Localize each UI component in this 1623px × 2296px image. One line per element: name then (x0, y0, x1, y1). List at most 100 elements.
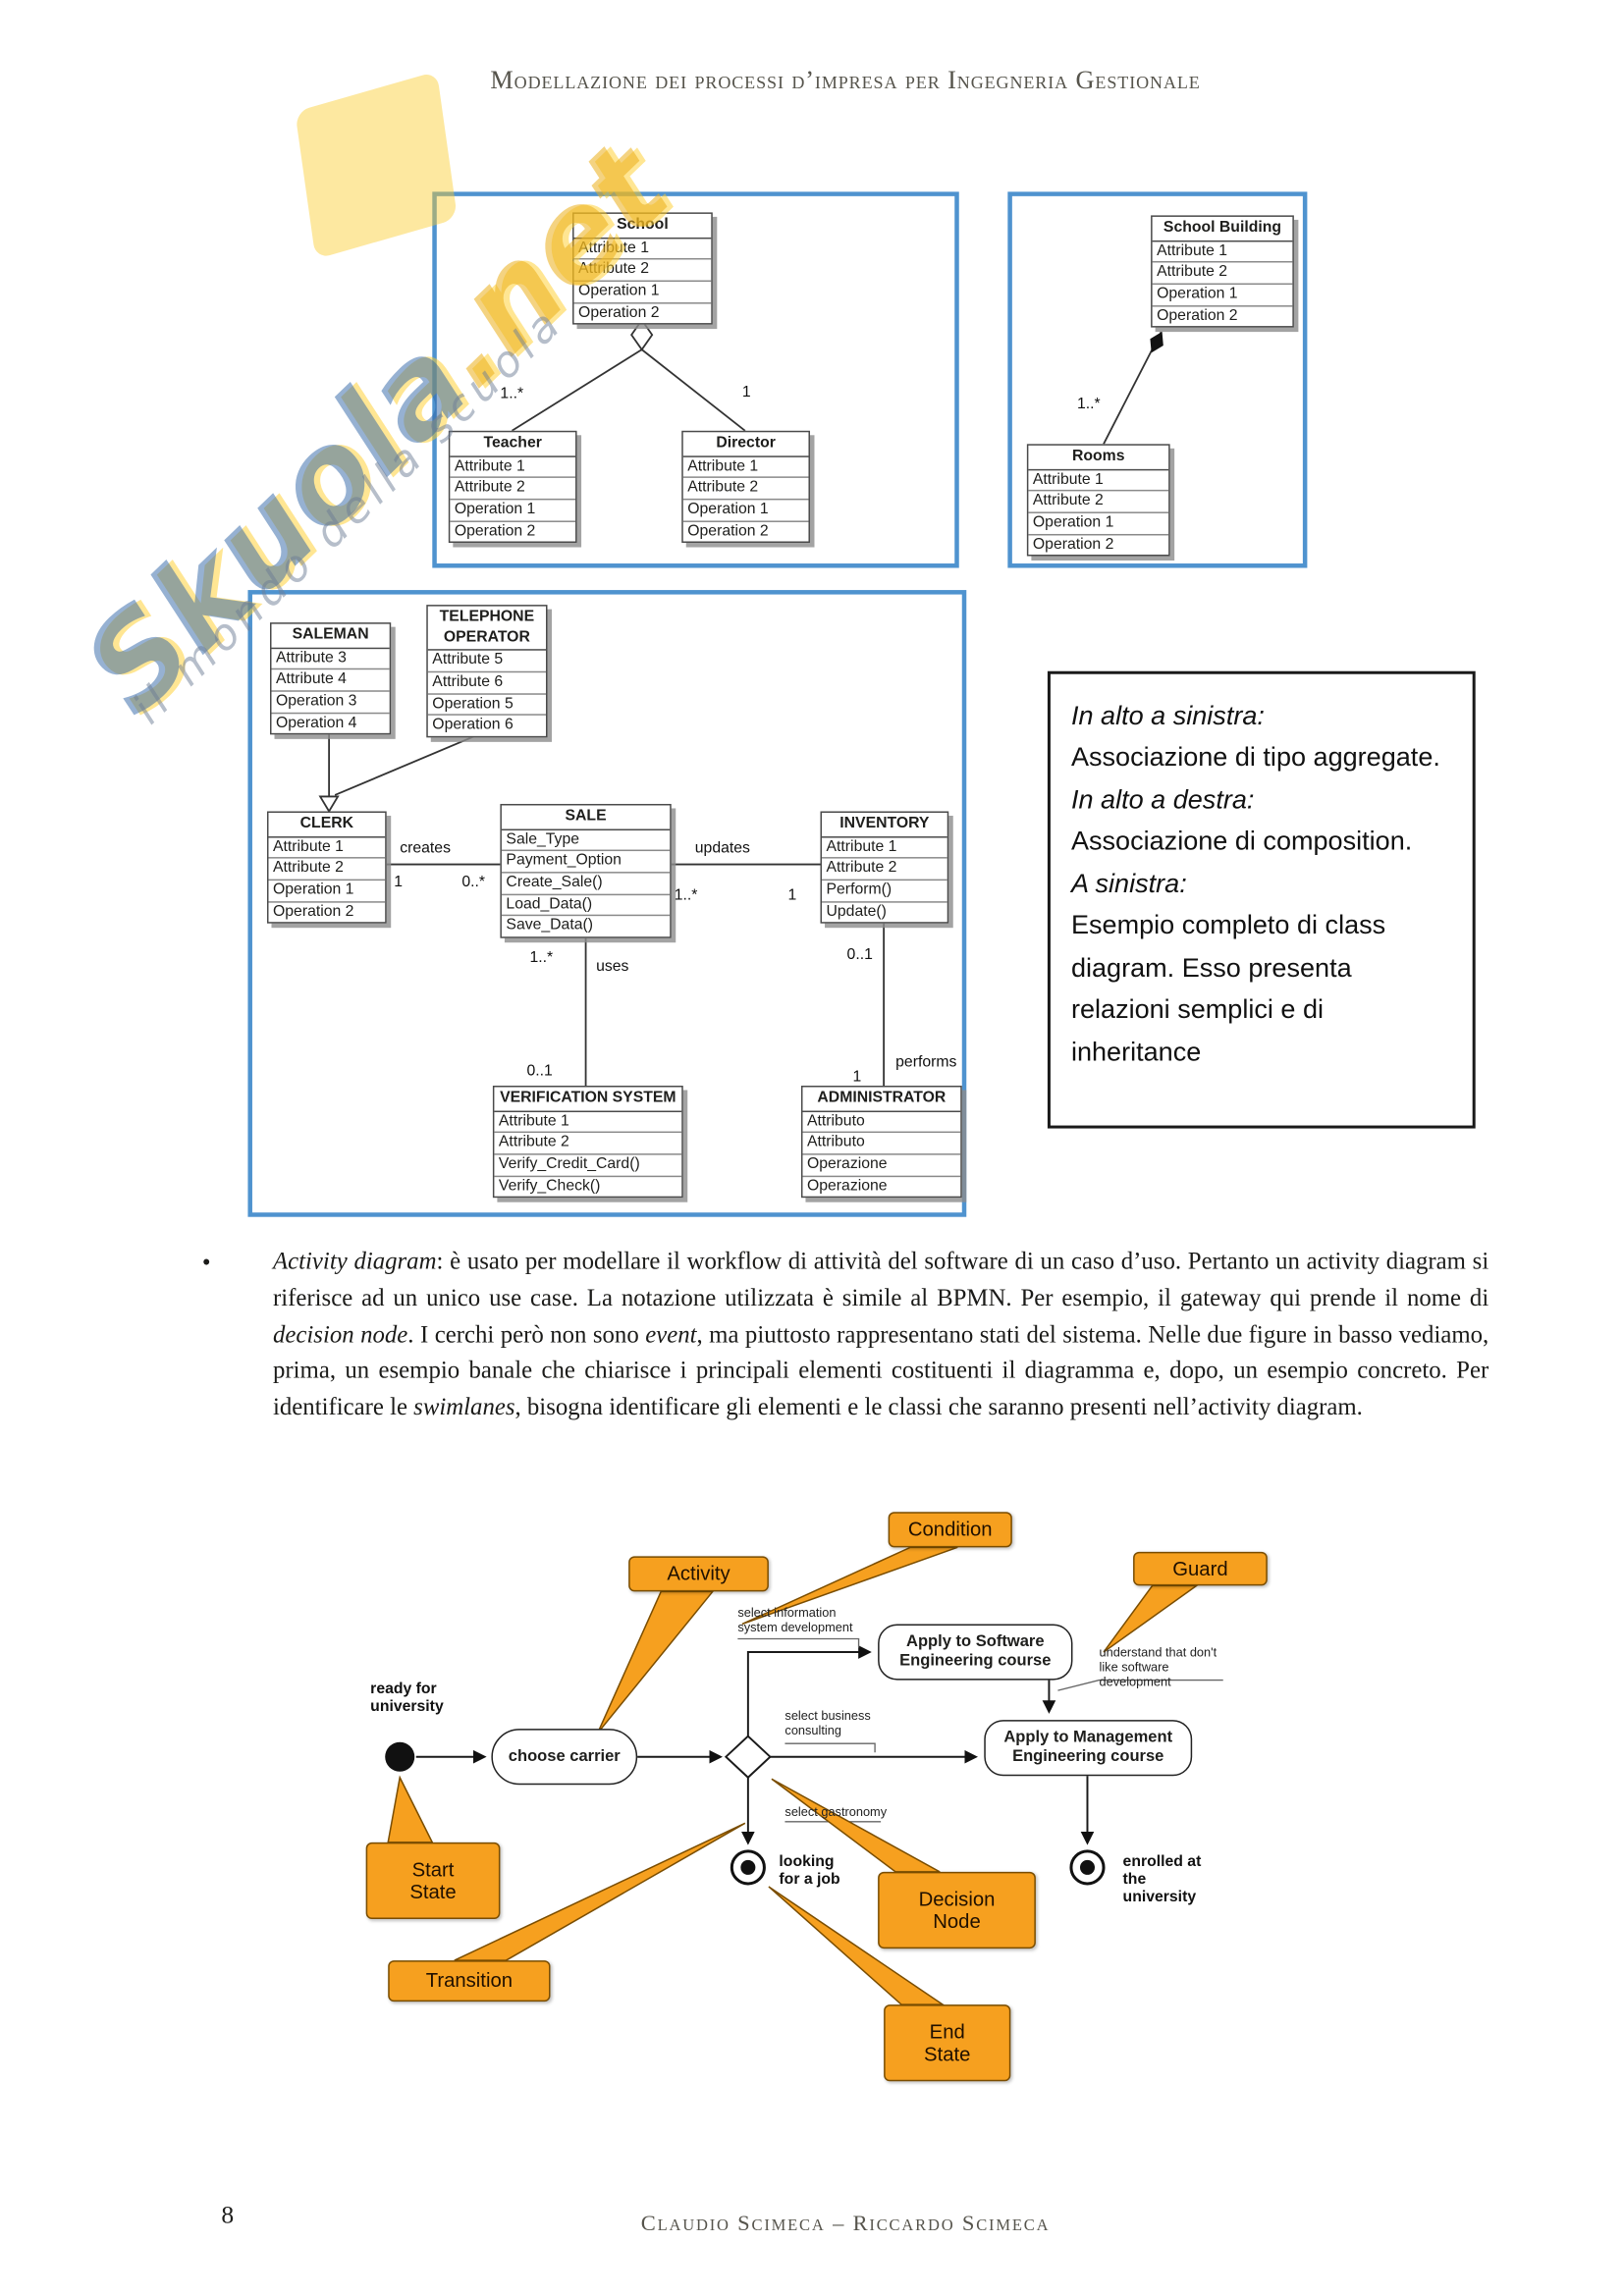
end-state-inner-circle (1079, 1859, 1096, 1875)
class-row: Operation 3 (271, 692, 390, 714)
multiplicity-label: 1 (394, 873, 404, 891)
class-row: Update() (826, 901, 887, 921)
callout-activity: Activity (628, 1556, 769, 1592)
class-row: Attribute 2 (573, 260, 712, 282)
start-state-circle (385, 1741, 415, 1772)
class-row: Load_Data() (501, 894, 671, 917)
class-title: Rooms (1028, 446, 1169, 470)
paragraph-text: , bisogna identificare gli elementi e le… (514, 1392, 1363, 1421)
class-row: Perform() (822, 881, 947, 902)
class-title: VERIFICATION SYSTEM (494, 1087, 682, 1112)
class-row: Attribute 4 (271, 670, 390, 692)
paragraph-italic: event (645, 1319, 697, 1348)
class-row: Operation 2 (578, 302, 660, 321)
aggregation-diagram-frame: School Attribute 1 Attribute 2 Operation… (432, 191, 959, 568)
infobox-heading: In alto a sinistra: (1070, 700, 1265, 730)
class-box-teacher: Teacher Attribute 1 Attribute 2 Operatio… (448, 430, 577, 544)
class-box-clerk: CLERK Attribute 1 Attribute 2 Operation … (266, 811, 387, 924)
class-row: Attribute 2 (450, 478, 576, 501)
class-row: Attribute 2 (494, 1133, 682, 1155)
class-row: Operazione (806, 1176, 888, 1195)
multiplicity-label: 1..* (529, 948, 554, 967)
multiplicity-label: 1 (741, 383, 751, 401)
infobox-text: Esempio completo di class diagram. Esso … (1070, 910, 1386, 1066)
callout-start-state: Start State (365, 1842, 501, 1920)
class-row: Operation 2 (272, 901, 354, 921)
class-row: Attribute 1 (268, 837, 386, 859)
class-row: Attribute 1 (682, 456, 809, 479)
class-box-school-building: School Building Attribute 1 Attribute 2 … (1151, 215, 1294, 328)
infobox-text: Associazione di composition. (1070, 826, 1413, 857)
multiplicity-label: 1 (787, 886, 797, 905)
class-box-saleman: SALEMAN Attribute 3 Attribute 4 Operatio… (269, 622, 392, 735)
state-label-enrolled: enrolled at the university (1122, 1852, 1202, 1906)
activity-node-choose-carrier: choose carrier (491, 1729, 638, 1786)
multiplicity-label: 1 (852, 1067, 862, 1086)
multiplicity-label: 1..* (1076, 395, 1101, 413)
class-row: Operation 1 (573, 282, 712, 303)
activity-node-apply-software: Apply to Software Engineering course (878, 1624, 1073, 1681)
infobox-text: Associazione di tipo aggregate. (1070, 742, 1440, 773)
body-paragraph: • Activity diagram: è usato per modellar… (202, 1244, 1488, 1426)
page-number: 8 (221, 2201, 235, 2229)
class-row: Attribute 1 (494, 1111, 682, 1134)
callout-end-state: End State (884, 2004, 1011, 2082)
class-row: Attribute 1 (450, 456, 576, 479)
class-row: Operazione (802, 1154, 961, 1177)
class-row: Attribute 2 (1028, 492, 1169, 513)
callout-label: End State (924, 2020, 971, 2065)
infobox-heading: A sinistra: (1070, 868, 1187, 898)
footer-authors: Claudio Scimeca – Riccardo Scimeca (640, 2213, 1051, 2237)
callout-decision-node: Decision Node (878, 1871, 1036, 1949)
class-row: Sale_Type (501, 829, 671, 852)
class-row: Operation 2 (454, 521, 536, 540)
class-row: Operation 1 (268, 881, 386, 902)
class-title: CLERK (268, 813, 386, 837)
class-diagram-frame: SALEMAN Attribute 3 Attribute 4 Operatio… (247, 590, 967, 1217)
class-row: Payment_Option (501, 851, 671, 874)
class-row: Operation 1 (1028, 513, 1169, 535)
multiplicity-label: 0..1 (846, 945, 873, 964)
class-row: Operation 2 (687, 521, 769, 540)
class-row: Operation 5 (427, 694, 546, 717)
class-row: Attribute 3 (271, 649, 390, 670)
class-title: SALE (501, 805, 671, 830)
class-row: Attribute 2 (682, 478, 809, 501)
guard-note-select-business: select business consulting (784, 1708, 871, 1737)
class-title: SALEMAN (271, 624, 390, 649)
multiplicity-label: 0..* (461, 873, 486, 891)
association-label-uses: uses (596, 957, 629, 976)
page-header-title: Modellazione dei processi d’impresa per … (490, 65, 1201, 95)
class-row: Attribute 2 (822, 859, 947, 881)
paragraph-italic: decision node (272, 1319, 408, 1348)
class-title: ADMINISTRATOR (802, 1087, 961, 1112)
callout-guard: Guard (1133, 1551, 1268, 1586)
class-row: Operation 1 (682, 500, 809, 522)
inheritance-triangle-icon (318, 795, 340, 814)
composition-diamond-icon (1150, 331, 1163, 353)
class-row: Operation 6 (432, 716, 514, 734)
class-title: Teacher (450, 432, 576, 457)
callout-condition: Condition (888, 1512, 1012, 1548)
class-row: Attribute 1 (1028, 470, 1169, 492)
class-row: Attribute 2 (1152, 263, 1293, 285)
callout-tail (1103, 1584, 1200, 1653)
multiplicity-label: 1..* (500, 385, 524, 403)
callout-tail (741, 1546, 958, 1626)
state-label-ready: ready for university (370, 1680, 444, 1716)
class-row: Operation 2 (1032, 534, 1114, 553)
callout-transition: Transition (388, 1960, 551, 2002)
callout-tail (596, 1590, 715, 1735)
decision-node-diamond (724, 1735, 772, 1780)
class-box-inventory: INVENTORY Attribute 1 Attribute 2 Perfor… (820, 811, 949, 924)
guard-note-select-info: select information system development (737, 1604, 853, 1634)
class-row: Create_Sale() (501, 873, 671, 895)
class-row: Attribute 1 (1152, 241, 1293, 263)
class-box-administrator: ADMINISTRATOR Attributo Attributo Operaz… (800, 1085, 962, 1199)
class-row: Operation 4 (276, 713, 357, 731)
callout-label: Decision Node (918, 1888, 996, 1933)
multiplicity-label: 1..* (674, 886, 698, 905)
class-row: Verify_Check() (498, 1176, 601, 1195)
